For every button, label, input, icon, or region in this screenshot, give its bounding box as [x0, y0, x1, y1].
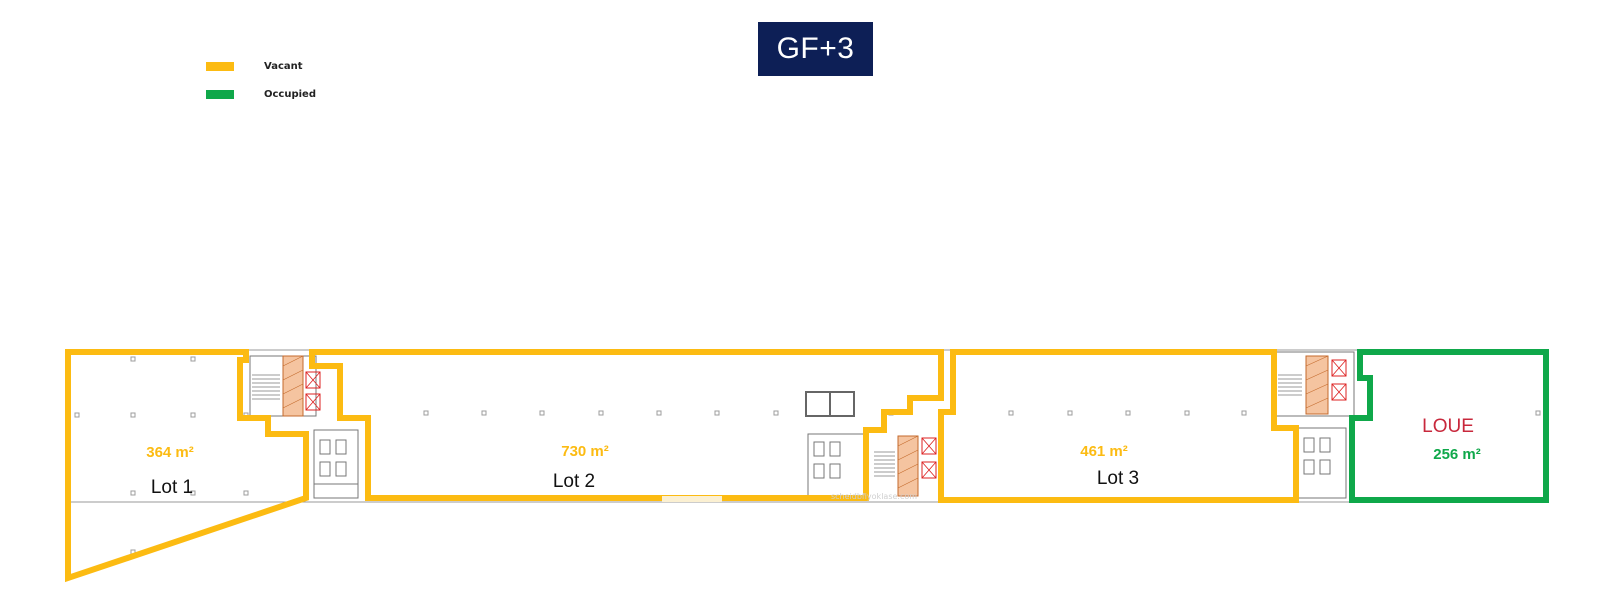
occupied-status-label: LOUE [1422, 416, 1474, 437]
lot-1-outline[interactable] [65, 349, 309, 583]
lot-2-area: 730 m² [561, 443, 609, 460]
legend-item-occupied: Occupied [206, 80, 316, 108]
lot-3-name: Lot 3 [1097, 468, 1139, 489]
floor-badge: GF+3 [758, 22, 873, 76]
elevator-block-center [805, 391, 855, 417]
occupied-lot-outline[interactable] [1349, 349, 1549, 503]
sanitary-block-right [1297, 427, 1347, 499]
lot-2-outline[interactable] [309, 349, 944, 501]
lot-3-area: 461 m² [1080, 443, 1128, 460]
legend: Vacant Occupied [206, 52, 316, 108]
stair-core-right [1275, 351, 1355, 417]
stair-core-center [874, 435, 937, 497]
lot-2-name: Lot 2 [553, 471, 595, 492]
legend-item-vacant: Vacant [206, 52, 316, 80]
watermark: scheidbfiyoklase.com [831, 492, 917, 501]
vacant-label: Vacant [264, 60, 303, 72]
lot-1-area: 364 m² [146, 444, 194, 461]
occupied-swatch [206, 89, 234, 99]
occupied-lot-area: 256 m² [1433, 446, 1481, 463]
lot-3-outline[interactable] [938, 349, 1299, 503]
sanitary-block-left [313, 429, 359, 499]
vacant-swatch [206, 61, 234, 71]
lot-2-opening [662, 496, 722, 502]
lot-1-name: Lot 1 [151, 477, 193, 498]
stair-core-left [249, 355, 321, 417]
sanitary-block-center [807, 433, 865, 499]
column-markers [74, 356, 1541, 555]
occupied-label: Occupied [264, 88, 317, 100]
